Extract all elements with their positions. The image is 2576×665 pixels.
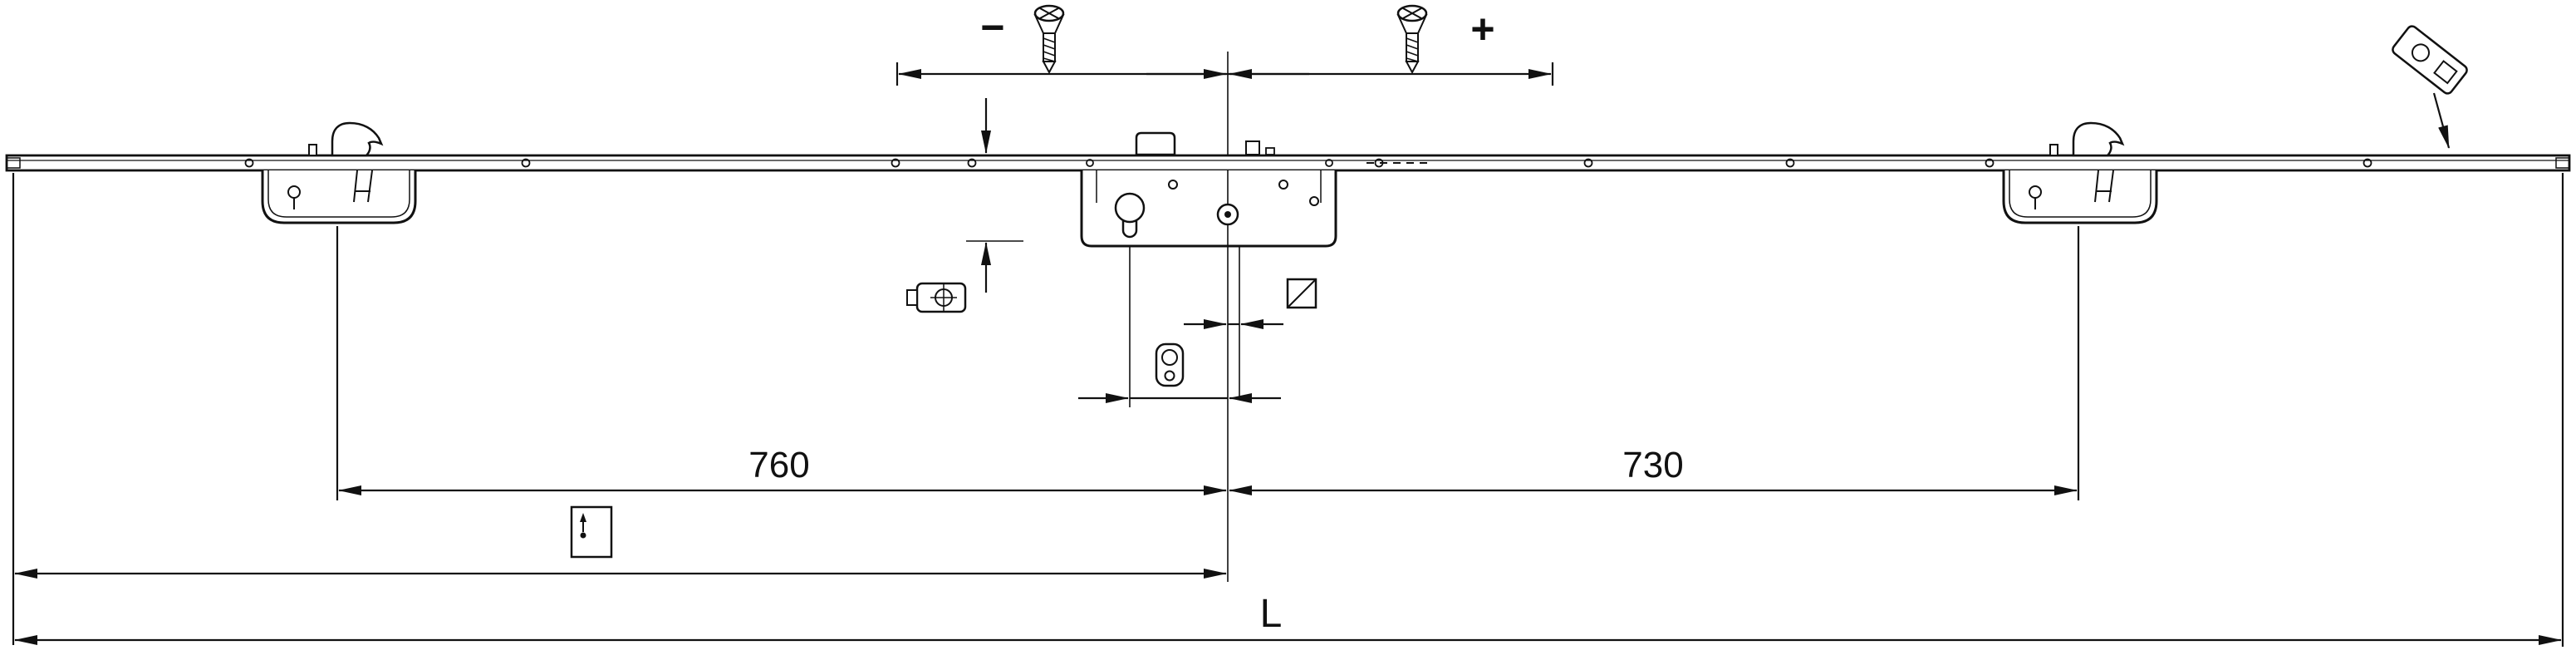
tilt-latch-part-small	[1265, 147, 1275, 155]
spindle-hole	[1216, 203, 1239, 226]
dim-760-label: 760	[748, 445, 809, 485]
gearbox-faceplate-screw-right	[1325, 159, 1333, 167]
rail-left-end-cap	[6, 157, 21, 169]
minus-label: −	[980, 4, 1004, 51]
top-adjustment-dimension	[895, 62, 1554, 86]
left-locking-assembly	[261, 121, 417, 224]
profile-cylinder-icon	[1155, 342, 1185, 387]
gearbox-case	[1080, 170, 1337, 248]
gearbox-faceplate-screw-left	[1086, 159, 1094, 167]
total-length-label: L	[1260, 592, 1283, 636]
corner-part-arrow	[2432, 92, 2451, 149]
center-reference-line	[1129, 52, 1240, 582]
latch-bolt	[1135, 131, 1176, 156]
rail-faceplate	[5, 154, 2571, 172]
spindle-square-icon	[1286, 278, 1317, 309]
dim-730-label: 730	[1622, 445, 1683, 485]
roller-cam-axis-icon	[906, 282, 967, 313]
gearbox-hole-2	[1278, 180, 1288, 190]
tilt-window-icon	[570, 505, 613, 559]
right-locking-assembly	[2002, 121, 2158, 224]
center-to-end-dimension	[12, 173, 1227, 645]
adjustment-screw-minus-icon	[1033, 4, 1065, 74]
rail-right-end-cap	[2555, 157, 2570, 169]
adjustment-screw-plus-icon	[1396, 4, 1428, 74]
plus-label: +	[1470, 6, 1494, 52]
gearbox-hole-3	[1309, 196, 1319, 206]
center-gearbox	[1080, 131, 1337, 248]
corner-part-icon	[2392, 25, 2468, 149]
rail	[5, 154, 2571, 172]
rail-axis-dimension	[966, 98, 1023, 293]
handle-span-dimensions	[336, 226, 2080, 500]
gearbox-hole-1	[1168, 180, 1178, 190]
euro-cylinder-hole	[1114, 192, 1146, 239]
total-length-dimension	[14, 173, 2564, 647]
rail-screw-holes	[244, 158, 2372, 168]
tilt-latch-part	[1245, 140, 1260, 155]
